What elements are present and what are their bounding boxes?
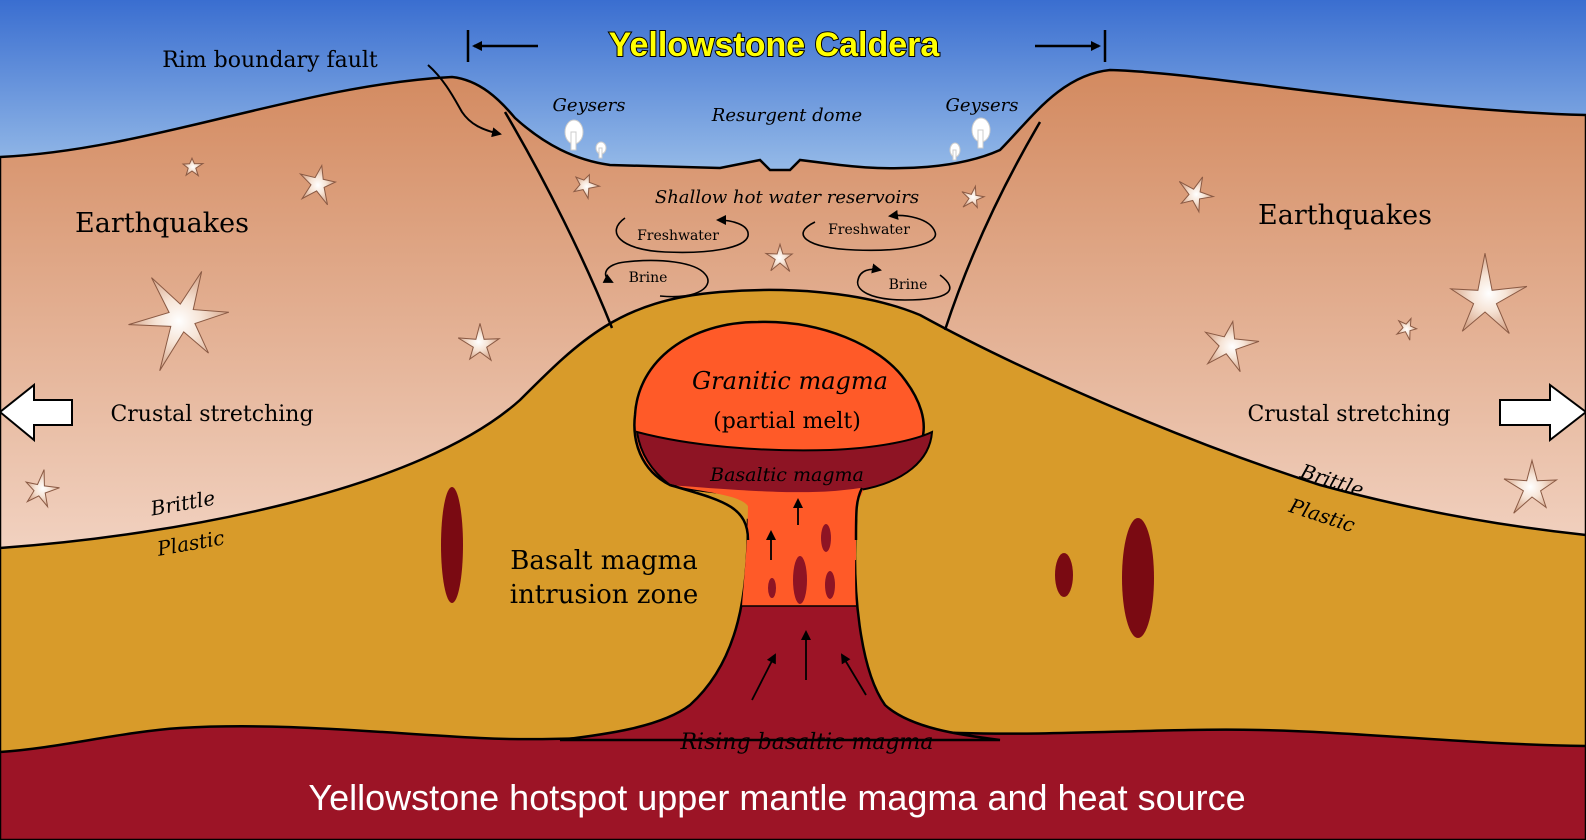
rising-arrows [751,498,867,701]
diagram-title: Yellowstone Caldera [609,26,941,64]
magma-blob [821,524,831,552]
freshwater-left-label: Freshwater [637,228,719,244]
earthquake-star-icon [1448,253,1528,334]
magma-column [559,518,1001,742]
rim-fault-right [943,121,1042,331]
geysers-left-label: Geysers [553,95,626,116]
basaltic-magma-label: Basaltic magma [709,464,864,486]
magma-blob [1055,553,1073,597]
earthquakes-right-label: Earthquakes [1258,200,1432,231]
caldera-span-arrows [466,30,1107,62]
earthquake-star-icon [1178,176,1216,214]
magma-blob [825,571,835,599]
earthquake-star-icon [128,271,230,371]
earthquake-star-icon [1503,458,1559,514]
earthquake-star-icon [181,156,205,178]
crustal-stretching-arrow-right [1499,383,1586,443]
earthquakes-left-label: Earthquakes [75,208,249,239]
magma-blob [441,487,463,603]
earthquake-star-icon [572,173,602,201]
rim-fault-left [503,111,614,329]
earthquake-star-icon [961,184,986,209]
basalt-intrusion-label-line1: Basalt magma [510,546,697,576]
earthquake-star-icon [24,469,60,509]
partial-melt-label: (partial melt) [713,409,861,434]
magma-blob [768,578,776,598]
earthquake-star-icon [1395,317,1419,341]
geyser-icon [564,119,607,159]
neck-left-edge [669,483,750,541]
brine-left-label: Brine [629,270,668,286]
magma-blob [793,556,807,604]
crustal-stretching-arrow-left [0,382,73,443]
magma-blob [1122,518,1154,638]
crustal-stretching-left-label: Crustal stretching [110,402,313,427]
chamber-neck [670,485,864,560]
earthquake-star-icon [1203,319,1260,373]
rim-fault-pointer [427,64,502,138]
freshwater-right-label: Freshwater [828,222,910,238]
resurgent-dome-label: Resurgent dome [711,105,862,126]
neck-right-edge [854,487,864,541]
geysers-right-label: Geysers [946,95,1019,116]
granitic-magma-label: Granitic magma [692,367,888,395]
shallow-reservoirs-label: Shallow hot water reservoirs [655,187,919,208]
geyser-icon [949,117,991,161]
earthquake-star-icon [457,323,501,362]
basalt-intrusion-label-line2: intrusion zone [510,580,699,610]
brine-right-label: Brine [889,277,928,293]
crustal-stretching-right-label: Crustal stretching [1247,402,1450,427]
hotspot-label: Yellowstone hotspot upper mantle magma a… [308,777,1245,818]
earthquake-star-icon [298,163,338,206]
rising-magma-label: Rising basaltic magma [679,730,933,755]
rim-fault-label: Rim boundary fault [162,48,378,73]
circulation-loops [602,209,951,301]
earthquake-stars [24,156,1559,514]
earthquake-star-icon [764,242,794,272]
